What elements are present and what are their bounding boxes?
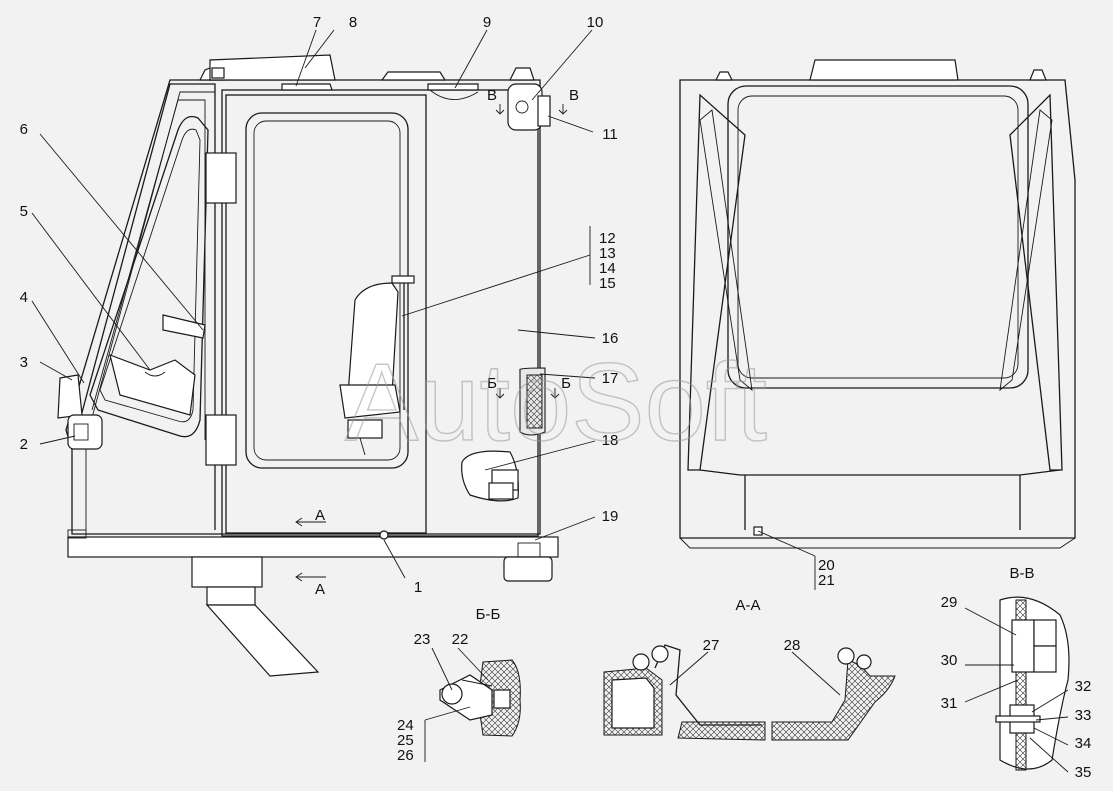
callout-21: 21 bbox=[818, 572, 835, 589]
front-view-outline bbox=[679, 79, 1076, 539]
callout-22: 22 bbox=[452, 631, 469, 648]
callout-34: 34 bbox=[1075, 735, 1092, 752]
base-frame bbox=[67, 536, 559, 558]
callout-8: 8 bbox=[349, 14, 357, 31]
section-bb bbox=[439, 659, 521, 737]
callout-6: 6 bbox=[20, 121, 28, 138]
section-titles: Б-Б А-А В-В bbox=[476, 565, 1035, 623]
callout-20: 20 bbox=[818, 557, 835, 574]
seat-cushion bbox=[339, 384, 401, 419]
callout-33: 33 bbox=[1075, 707, 1092, 724]
section-vv-block bbox=[1011, 619, 1035, 673]
section-title-bb: Б-Б bbox=[476, 606, 501, 623]
cut-mark-v-left: В bbox=[487, 87, 497, 104]
door-panel bbox=[225, 94, 427, 534]
cut-mark-a-bottom: А bbox=[315, 581, 325, 598]
mount-left bbox=[191, 556, 263, 588]
callout-14: 14 bbox=[599, 260, 616, 277]
cut-mark-a-top: А bbox=[315, 507, 325, 524]
cab-front-view bbox=[679, 59, 1076, 549]
callout-24: 24 bbox=[397, 717, 414, 734]
bottom-fastener bbox=[379, 530, 389, 540]
callout-17: 17 bbox=[602, 370, 619, 387]
callout-15: 15 bbox=[599, 275, 616, 292]
mount-right bbox=[503, 556, 553, 582]
callout-10: 10 bbox=[587, 14, 604, 31]
section-aa-right-profile bbox=[771, 659, 896, 741]
callout-labels: 1 2 3 4 5 6 7 8 9 10 11 12 13 14 15 16 1… bbox=[20, 14, 1092, 781]
cut-mark-b-left: Б bbox=[487, 375, 497, 392]
dashboard bbox=[109, 354, 196, 416]
callout-32: 32 bbox=[1075, 678, 1092, 695]
watermark-logo: AutoSoft bbox=[345, 341, 767, 464]
step-bracket bbox=[205, 604, 320, 677]
callout-28: 28 bbox=[784, 637, 801, 654]
callout-2: 2 bbox=[20, 436, 28, 453]
callout-16: 16 bbox=[602, 330, 619, 347]
rear-window bbox=[727, 85, 1029, 389]
front-light-lower bbox=[67, 414, 103, 450]
cab-side-view bbox=[57, 54, 559, 677]
callout-27: 27 bbox=[703, 637, 720, 654]
cut-mark-v-right: В bbox=[569, 87, 579, 104]
door-lock bbox=[507, 83, 543, 131]
callout-11: 11 bbox=[602, 126, 618, 143]
callout-26: 26 bbox=[397, 747, 414, 764]
callout-4: 4 bbox=[20, 289, 28, 306]
cab-body-outline bbox=[65, 79, 541, 535]
leader-lines bbox=[31, 29, 1069, 773]
callout-12: 12 bbox=[599, 230, 616, 247]
callout-9: 9 bbox=[483, 14, 491, 31]
roof-vent bbox=[809, 59, 959, 81]
callout-18: 18 bbox=[602, 432, 619, 449]
callout-7: 7 bbox=[313, 14, 321, 31]
callout-1: 1 bbox=[414, 579, 422, 596]
callout-19: 19 bbox=[602, 508, 619, 525]
hinge-upper bbox=[205, 152, 237, 204]
door-window bbox=[245, 112, 409, 469]
callout-29: 29 bbox=[941, 594, 958, 611]
roof-hatch bbox=[209, 54, 336, 81]
seal-strip bbox=[427, 83, 479, 91]
section-aa bbox=[603, 644, 896, 741]
callout-31: 31 bbox=[941, 695, 958, 712]
section-title-aa: А-А bbox=[735, 597, 760, 614]
callout-3: 3 bbox=[20, 354, 28, 371]
section-vv bbox=[995, 596, 1070, 771]
callout-23: 23 bbox=[414, 631, 431, 648]
callout-35: 35 bbox=[1075, 764, 1092, 781]
section-title-vv: В-В bbox=[1009, 565, 1034, 582]
callout-5: 5 bbox=[20, 203, 28, 220]
callout-30: 30 bbox=[941, 652, 958, 669]
seat-back bbox=[347, 282, 399, 396]
callout-13: 13 bbox=[599, 245, 616, 262]
callout-25: 25 bbox=[397, 732, 414, 749]
front-light-upper bbox=[57, 374, 83, 419]
hinge-lower bbox=[205, 414, 237, 466]
cut-marks: А А В В Б Б bbox=[315, 87, 579, 598]
front-window bbox=[89, 115, 209, 438]
cut-mark-b-right: Б bbox=[561, 375, 571, 392]
